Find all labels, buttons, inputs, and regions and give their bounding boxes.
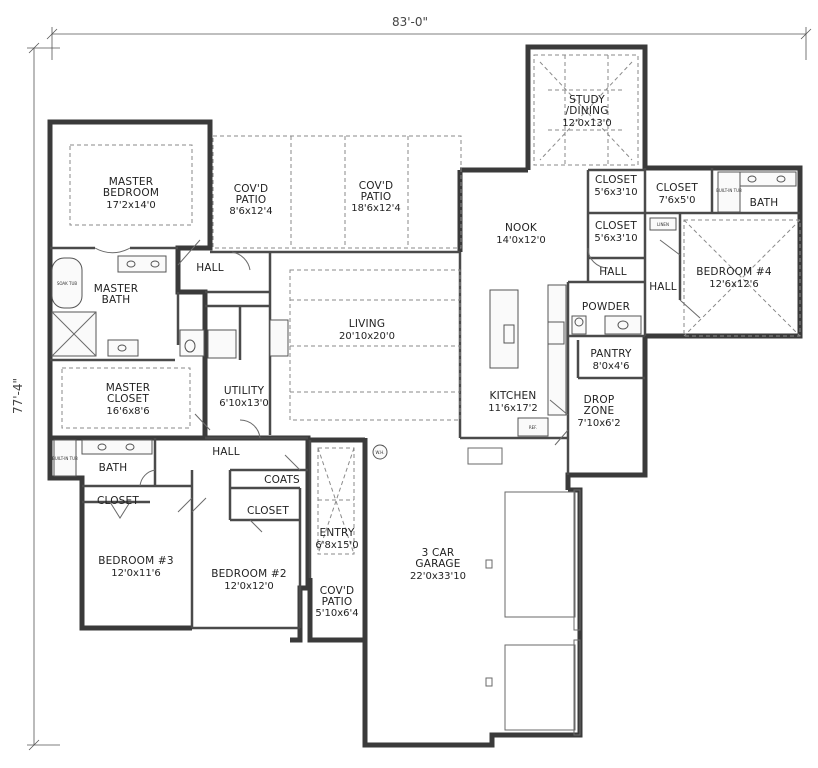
master-bedroom-name-2: BEDROOM	[103, 187, 159, 199]
tub-label-a: SOAK TUB	[57, 281, 78, 286]
patio-outlines	[212, 54, 639, 249]
nook-name: NOOK	[505, 222, 538, 234]
living-name: LIVING	[349, 318, 385, 330]
bedroom-2-size: 12'0x12'0	[224, 581, 274, 592]
covd-patio-2-size: 18'6x12'4	[351, 203, 401, 214]
closet-b-size: 5'6x3'10	[594, 233, 637, 244]
hall-1-label: HALL	[196, 262, 224, 274]
master-bedroom-size: 17'2x14'0	[106, 200, 156, 211]
nook-size: 14'0x12'0	[496, 235, 546, 246]
pantry-size: 8'0x4'6	[593, 361, 630, 372]
covd-patio-1-size: 8'6x12'4	[229, 206, 272, 217]
living-size: 20'10x20'0	[339, 331, 395, 342]
water-heater-label: W.H.	[376, 450, 385, 455]
entry-name: ENTRY	[320, 527, 355, 539]
drop-zone-name-1: DROP	[584, 394, 615, 406]
bedroom-3-size: 12'0x11'6	[111, 568, 161, 579]
door-swings	[94, 239, 701, 533]
master-bedroom-name-1: MASTER	[109, 176, 153, 188]
hall-4-label: HALL	[212, 446, 240, 458]
width-dimension-label: 83'-0"	[392, 15, 428, 29]
coats-name: COATS	[264, 474, 300, 486]
bedroom-4-size: 12'6x12'6	[709, 279, 759, 290]
closet-e-name: CLOSET	[247, 505, 289, 517]
exterior-walls	[47, 44, 803, 748]
bedroom-4-name: BEDROOM #4	[696, 266, 772, 278]
study-dining-name-2: /DINING	[565, 105, 608, 117]
pantry-name: PANTRY	[590, 348, 632, 360]
master-closet-size: 16'6x8'6	[106, 406, 149, 417]
covd-patio-2-name-1: COV'D	[359, 180, 394, 192]
kitchen-fixtures: REF.	[269, 284, 567, 437]
closet-c-size: 7'6x5'0	[659, 195, 696, 206]
kitchen-name: KITCHEN	[490, 390, 537, 402]
garage-name-2: GARAGE	[415, 558, 460, 570]
hall-3-label: HALL	[649, 281, 677, 293]
drop-zone-size: 7'10x6'2	[577, 418, 620, 429]
closet-a-size: 5'6x3'10	[594, 187, 637, 198]
kitchen-size: 11'6x17'2	[488, 403, 538, 414]
covd-patio-3-name-1: COV'D	[320, 585, 355, 597]
kitchen-counter	[547, 284, 567, 416]
study-dining-name-1: STUDY	[569, 94, 605, 106]
master-closet-name-2: CLOSET	[107, 393, 149, 405]
utility-name: UTILITY	[224, 385, 265, 397]
room-labels: MASTER BEDROOM 17'2x14'0 COV'D PATIO 8'6…	[94, 94, 779, 619]
closet-c-name: CLOSET	[656, 182, 698, 194]
covd-patio-1-name-2: PATIO	[236, 194, 267, 206]
ceiling-details	[61, 144, 801, 555]
master-closet-name-1: MASTER	[106, 382, 150, 394]
garage-name-1: 3 CAR	[422, 547, 455, 559]
bedroom-2-name: BEDROOM #2	[211, 568, 287, 580]
hall-2-label: HALL	[599, 266, 627, 278]
closet-b-name: CLOSET	[595, 220, 637, 232]
covd-patio-2-name-2: PATIO	[361, 191, 392, 203]
bath-4-name: BATH	[750, 197, 779, 209]
bath-fixtures: SOAK TUB BUILT-IN TUB BUILT-IN TUB LINEN	[51, 171, 797, 477]
entry-size: 6'8x15'0	[315, 540, 358, 551]
closet-a-name: CLOSET	[595, 174, 637, 186]
garage-size: 22'0x33'10	[410, 571, 466, 582]
tub-label-b: BUILT-IN TUB	[52, 456, 78, 461]
study-dining-size: 12'0x13'0	[562, 118, 612, 129]
closet-d-name: CLOSET	[97, 495, 139, 507]
bedroom-3-name: BEDROOM #3	[98, 555, 174, 567]
master-bath-name-2: BATH	[102, 294, 131, 306]
covd-patio-3-size: 5'10x6'4	[315, 608, 358, 619]
covd-patio-1-name-1: COV'D	[234, 183, 269, 195]
ref-label: REF.	[529, 425, 537, 430]
depth-dimension-label: 77'-4"	[11, 378, 25, 414]
drop-zone-name-2: ZONE	[584, 405, 615, 417]
utility-size: 6'10x13'0	[219, 398, 269, 409]
powder-name: POWDER	[582, 301, 630, 313]
bath-2-name: BATH	[99, 462, 128, 474]
refrigerator	[517, 417, 549, 437]
master-bath-name-1: MASTER	[94, 283, 138, 295]
covd-patio-3-name-2: PATIO	[322, 596, 353, 608]
tub-label-c: BUILT-IN TUB	[716, 188, 742, 193]
garage-doors	[467, 447, 581, 736]
linen-label: LINEN	[657, 222, 669, 227]
dimension-lines	[27, 27, 812, 751]
